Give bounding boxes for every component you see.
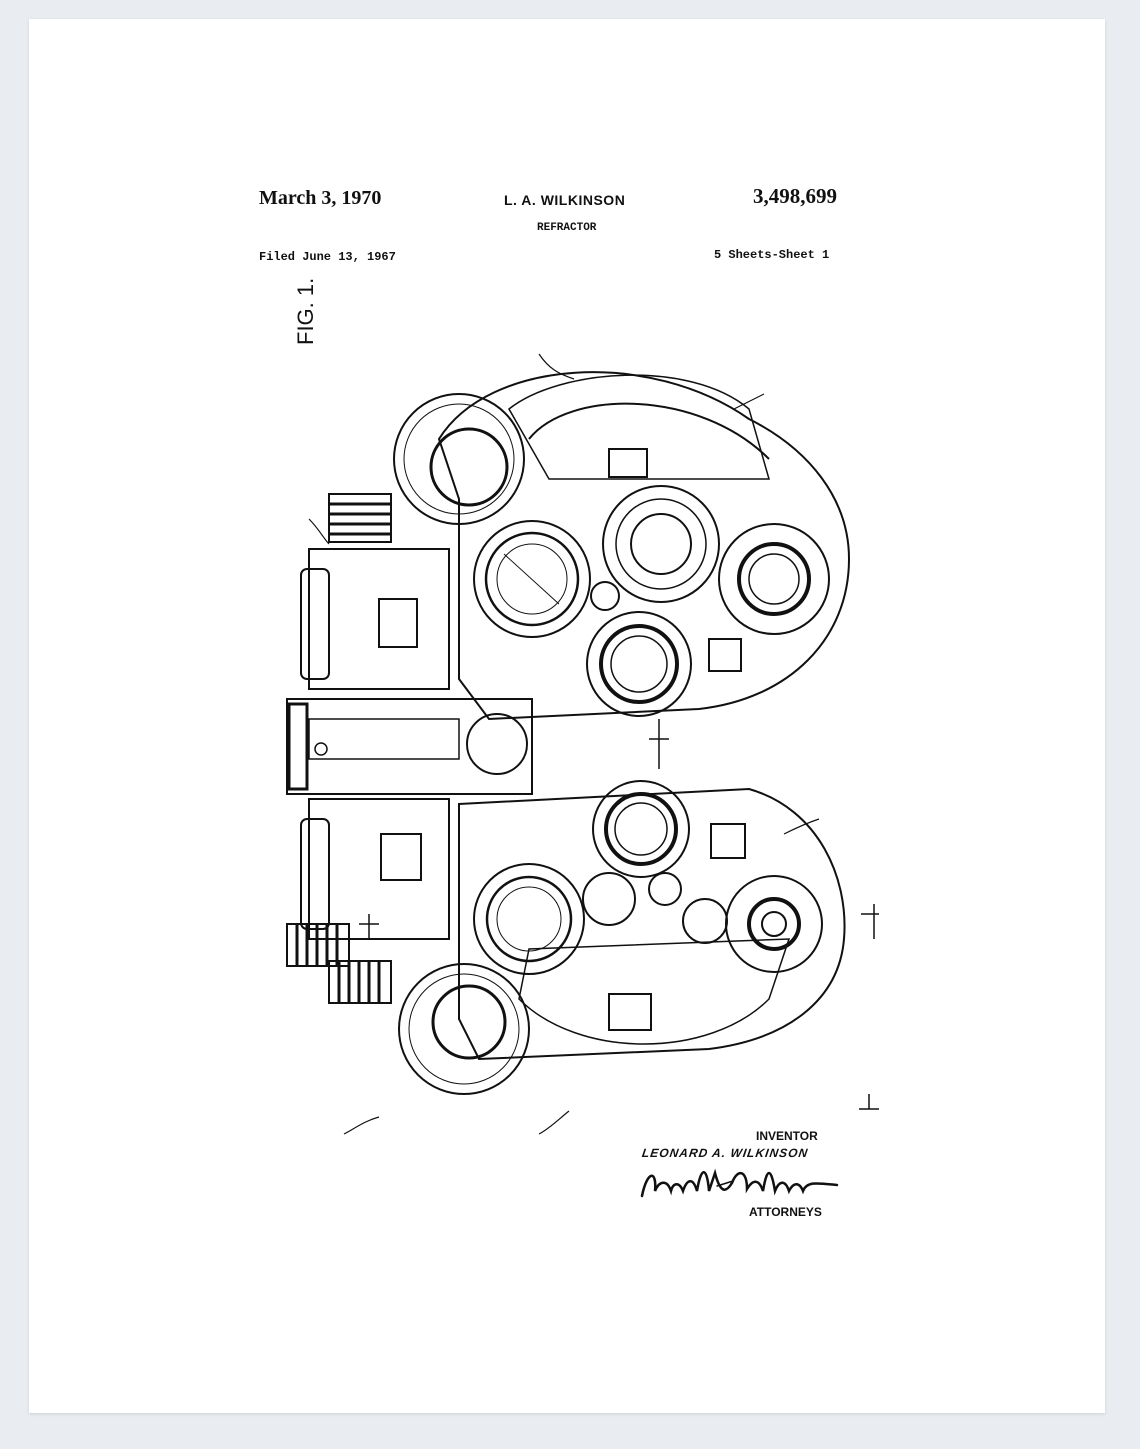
sheet-count: 5 Sheets-Sheet 1 xyxy=(714,248,830,262)
upper-disc xyxy=(508,374,770,480)
filed-date: Filed June 13, 1967 xyxy=(259,250,396,264)
patent-number: 3,498,699 xyxy=(753,184,837,208)
dial-lower-a xyxy=(592,780,690,878)
refractor-drawing xyxy=(286,353,879,1135)
lower-disc xyxy=(518,938,791,1045)
dial-upper-d xyxy=(586,611,692,717)
inventor-header: L. A. WILKINSON xyxy=(504,192,626,208)
dial-upper-b xyxy=(602,485,720,603)
dial-upper-a xyxy=(473,520,591,638)
knob-top xyxy=(328,493,392,543)
patent-date: March 3, 1970 xyxy=(259,187,382,209)
patent-title: REFRACTOR xyxy=(537,222,597,234)
attorneys-label: ATTORNEYS xyxy=(749,1205,822,1219)
patent-sheet: March 3, 1970 L. A. WILKINSON 3,498,699 … xyxy=(29,19,1105,1413)
upper-housing xyxy=(437,371,851,721)
dial-lower-b xyxy=(473,863,585,975)
inventor-label: INVENTOR xyxy=(756,1129,818,1143)
dial-top-left xyxy=(393,393,525,525)
inventor-name: LEONARD A. WILKINSON xyxy=(641,1146,810,1160)
upper-housing-inner xyxy=(528,402,770,460)
attorney-signature xyxy=(640,1168,839,1198)
lower-housing xyxy=(458,787,846,1061)
dial-lower-c xyxy=(725,875,823,973)
dial-upper-c xyxy=(718,523,830,635)
dial-bottom-left xyxy=(398,963,530,1095)
bridge xyxy=(286,698,533,795)
